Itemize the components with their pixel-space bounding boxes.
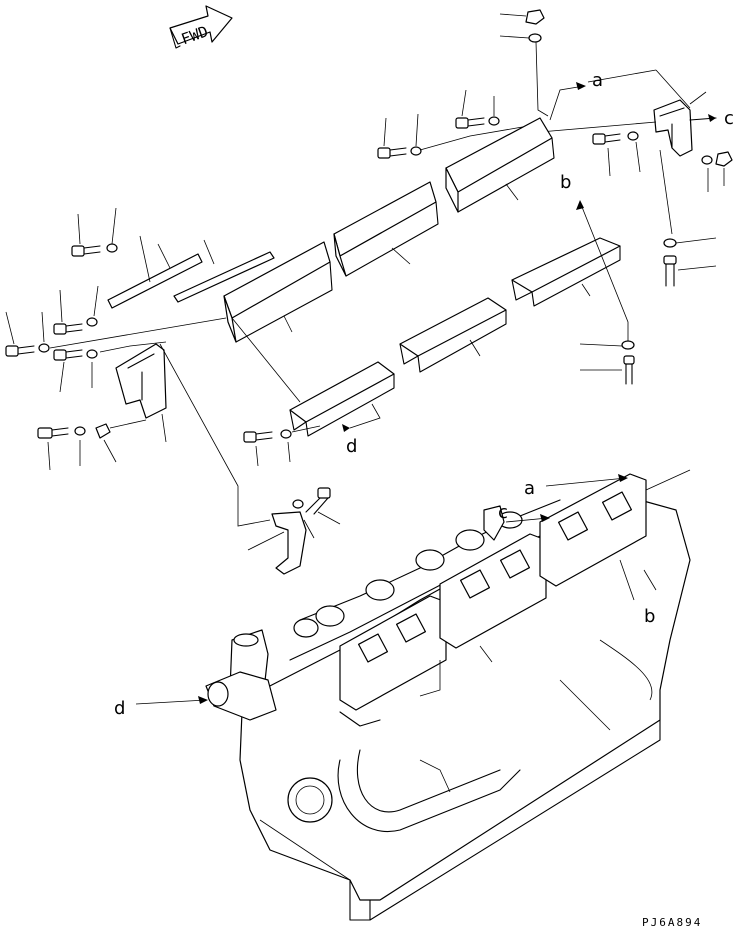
left-support-bracket <box>99 341 271 527</box>
engine-block <box>135 469 691 921</box>
drawing-code: PJ6A894 <box>642 916 702 929</box>
callout-c-top: c <box>724 108 734 129</box>
plate-row <box>289 237 621 437</box>
callout-c-engine: c <box>498 502 508 523</box>
top-right-hardware <box>377 9 733 287</box>
callout-a-engine: a <box>524 478 535 499</box>
callout-b-engine: b <box>644 606 655 627</box>
callout-labels: a c b d a c b d <box>114 70 734 719</box>
d-side-hardware <box>243 425 341 575</box>
callout-a-top: a <box>592 70 603 91</box>
forward-direction-arrow: FWD <box>169 5 233 49</box>
left-hardware <box>5 207 275 471</box>
callout-d-engine: d <box>114 698 125 719</box>
upper-cover-row <box>223 117 555 343</box>
callout-d-mid: d <box>346 436 357 457</box>
callout-b-top: b <box>560 172 571 193</box>
leader-lines <box>231 69 691 403</box>
elbow-bracket-c <box>539 91 717 157</box>
